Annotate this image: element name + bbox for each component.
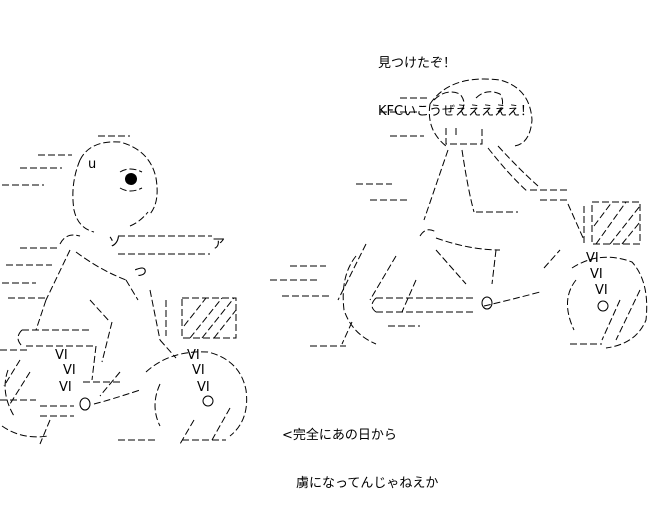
right-rear-wheel-hub-icon	[481, 296, 493, 310]
left-spoke-mark: VI	[187, 348, 200, 363]
left-spoke-mark: VI	[55, 348, 68, 363]
right-front-wheel-hub-icon	[597, 300, 609, 312]
right-bike-hatched-box	[591, 201, 641, 245]
right-spoke-mark: VI	[595, 283, 608, 298]
left-rider-speed-lines	[0, 154, 156, 441]
speech-bottom: <完全にあの日から 虜になってんじゃねえか	[282, 396, 438, 508]
right-spoke-mark: VI	[586, 251, 599, 266]
right-spoke-mark: VI	[590, 267, 603, 282]
left-rider-eye-outline	[119, 168, 143, 192]
right-rider-head	[428, 78, 533, 147]
right-rider-speed-lines	[270, 97, 428, 347]
left-front-wheel-hub-icon	[202, 395, 214, 407]
speech-top-line-2: KFCいこうぜえええええ！	[378, 104, 534, 119]
right-bike-front-wheel	[567, 256, 648, 349]
speech-bottom-line-2: 虜になってんじゃねえか	[296, 476, 439, 491]
right-bike-frame	[483, 189, 585, 307]
left-bike-frame	[40, 289, 177, 417]
left-spoke-mark: VI	[59, 380, 72, 395]
right-bike-rear-wheel	[337, 243, 420, 345]
left-rear-wheel-hub-icon	[79, 397, 91, 411]
left-rider-arm	[59, 234, 212, 255]
left-rider-head	[72, 135, 158, 233]
ascii-art-canvas: u ア つ ソ VI VI VI VI VI VI VI VI VI	[0, 78, 648, 445]
left-rider-leg	[17, 321, 113, 381]
speech-top-line-1: 見つけたぞ！	[378, 56, 457, 71]
left-bike-hatched-box	[181, 297, 237, 339]
left-spoke-mark: VI	[63, 363, 76, 378]
left-rider-arm-tip: ア	[212, 237, 225, 252]
speech-bottom-line-1: <完全にあの日から	[282, 428, 397, 443]
right-rider-body	[419, 145, 539, 237]
left-spoke-mark: VI	[192, 363, 205, 378]
speech-top: 見つけたぞ！ KFCいこうぜえええええ！	[378, 24, 533, 136]
right-rider-mouth	[445, 128, 483, 145]
left-rider-face-mark: u	[88, 157, 96, 172]
left-spoke-mark: VI	[197, 380, 210, 395]
left-rider-eye-icon	[125, 173, 137, 185]
left-bike-rear-wheel	[1, 359, 51, 445]
left-rider-collar: ソ	[108, 235, 121, 250]
left-rider-thumb: つ	[134, 265, 147, 280]
right-rider-leg	[371, 237, 501, 313]
left-rider-body	[35, 249, 139, 331]
left-bike-front-wheel	[145, 351, 248, 445]
